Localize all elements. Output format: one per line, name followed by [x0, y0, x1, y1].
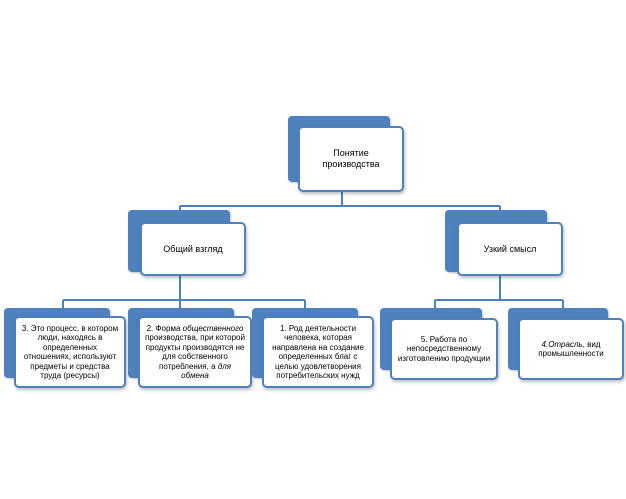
node-general-view-box: Общий взгляд	[140, 222, 246, 276]
node-leaf-3: 3. Это процесс, в котором люди, находясь…	[4, 308, 126, 388]
node-leaf-2: 2. Форма общественного производства, при…	[128, 308, 252, 388]
node-general-view: Общий взгляд	[128, 210, 248, 278]
node-leaf-5: 5. Работа по непосредственному изготовле…	[380, 308, 498, 380]
node-leaf-3-box: 3. Это процесс, в котором люди, находясь…	[14, 316, 126, 388]
node-general-view-label: Общий взгляд	[163, 243, 223, 254]
node-leaf-5-box: 5. Работа по непосредственному изготовле…	[390, 318, 498, 380]
node-root-box: Понятие производства	[298, 126, 404, 192]
node-narrow-sense-box: Узкий смысл	[457, 222, 563, 276]
node-leaf-5-label: 5. Работа по непосредственному изготовле…	[397, 334, 491, 363]
node-root-label: Понятие производства	[322, 148, 380, 169]
node-leaf-2-box: 2. Форма общественного производства, при…	[138, 316, 252, 388]
node-leaf-3-label: 3. Это процесс, в котором люди, находясь…	[21, 323, 119, 381]
node-leaf-4: 4.Отрасль, вид промышленности	[508, 308, 624, 380]
node-root: Понятие производства	[288, 116, 406, 194]
node-leaf-1: 1. Род деятельности человека, которая на…	[252, 308, 374, 388]
node-leaf-4-label: 4.Отрасль, вид промышленности	[538, 339, 604, 359]
node-narrow-sense: Узкий смысл	[445, 210, 565, 278]
node-leaf-1-box: 1. Род деятельности человека, которая на…	[262, 316, 374, 388]
node-leaf-1-label: 1. Род деятельности человека, которая на…	[272, 323, 364, 381]
node-narrow-sense-label: Узкий смысл	[483, 243, 537, 254]
node-leaf-2-label: 2. Форма общественного производства, при…	[145, 323, 245, 381]
node-leaf-4-box: 4.Отрасль, вид промышленности	[518, 318, 624, 380]
